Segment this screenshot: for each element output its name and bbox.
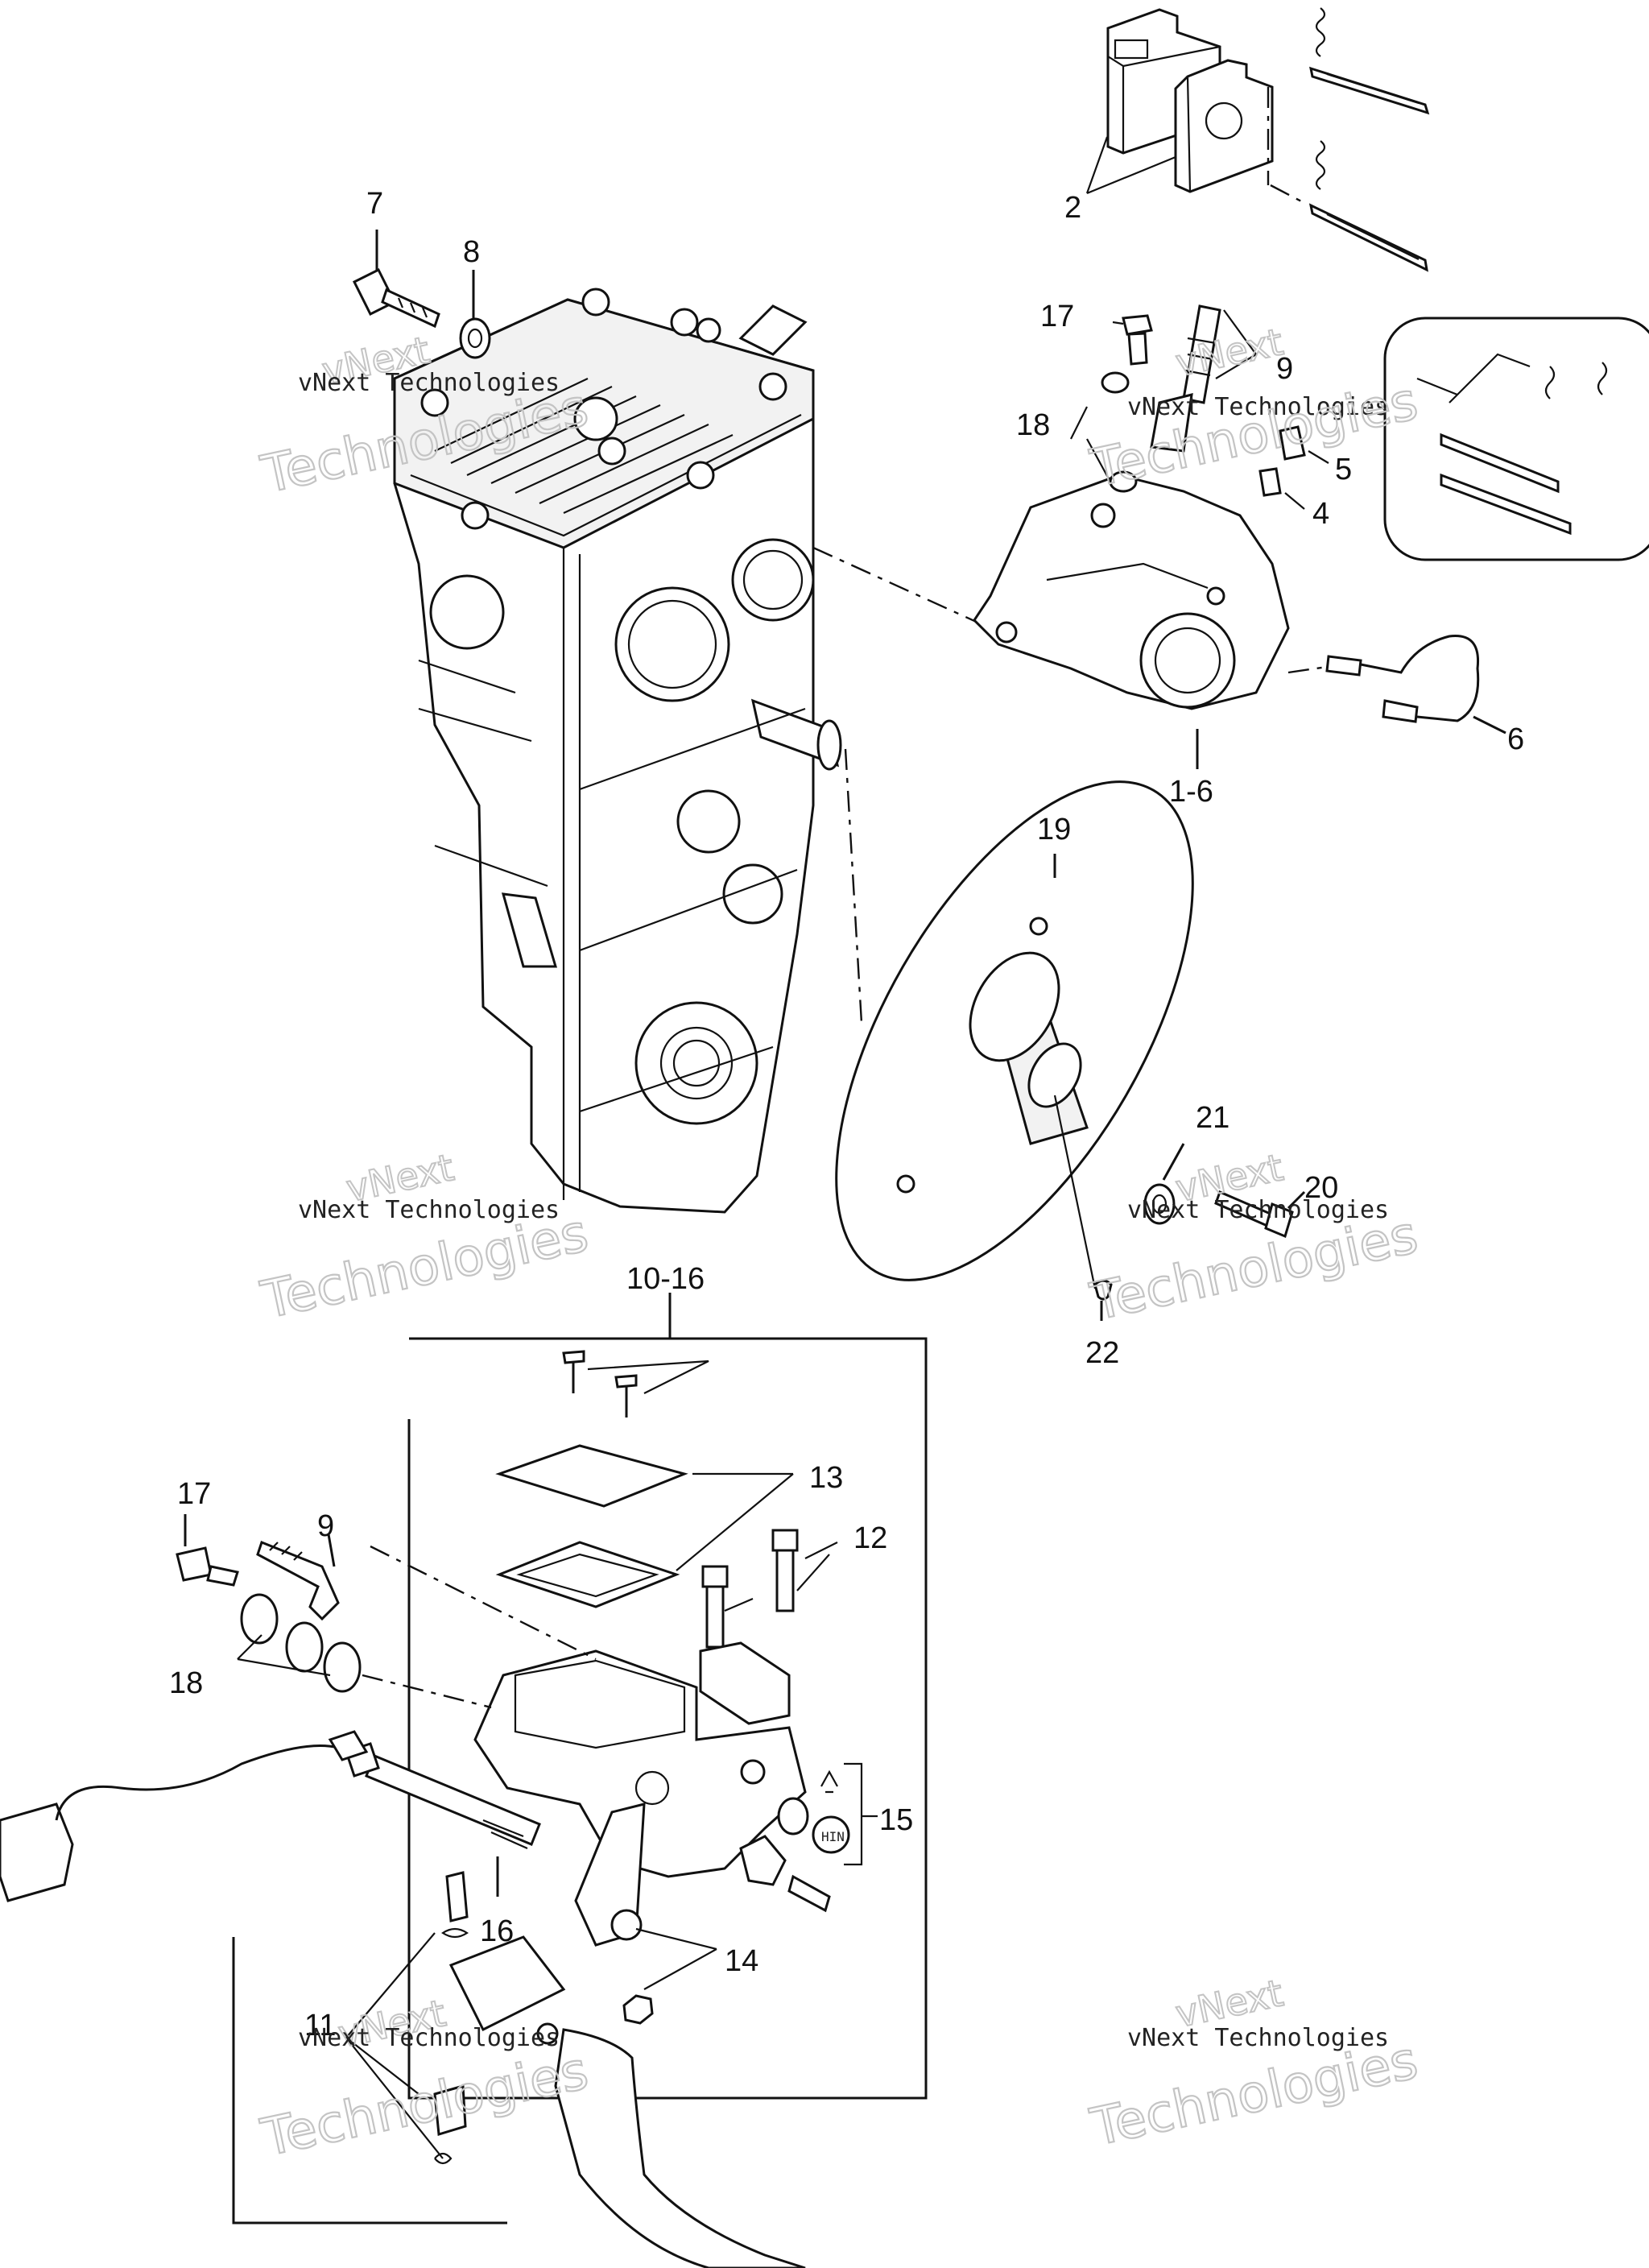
callout-19: 19 xyxy=(1037,813,1071,846)
shaft-to-disc-line xyxy=(844,748,863,1024)
washer-8-part xyxy=(459,270,491,359)
callout-12: 12 xyxy=(853,1521,887,1555)
clamp-bolts-12-part xyxy=(701,1529,838,1649)
callout-10-16: 10-16 xyxy=(626,1262,705,1296)
watermark-mid-right: vNext vNext Technologies Technologies xyxy=(1085,1144,1424,1334)
callout-20: 20 xyxy=(1304,1171,1338,1205)
callout-17-top: 17 xyxy=(1040,300,1074,333)
svg-text:vNext Technologies: vNext Technologies xyxy=(298,1196,560,1224)
callout-5: 5 xyxy=(1335,453,1352,486)
switch-connector-part xyxy=(0,1730,369,1902)
callout-8: 8 xyxy=(463,235,480,269)
watermark-mid-left: vNext vNext Technologies Technologies xyxy=(255,1144,594,1331)
callout-22: 22 xyxy=(1085,1336,1119,1370)
cap-text: HIN xyxy=(821,1829,845,1844)
callout-labels: 2 7 8 17 9 18 5 4 6 1-6 19 21 20 22 10-1… xyxy=(169,136,1524,2042)
svg-text:vNext Technologies: vNext Technologies xyxy=(1127,393,1389,421)
callout-13: 13 xyxy=(809,1461,843,1495)
gear-case-part xyxy=(393,288,842,1214)
hose-to-body-line xyxy=(370,1545,597,1661)
svg-text:vNext Technologies: vNext Technologies xyxy=(298,369,560,397)
washer-21-part xyxy=(1143,1143,1185,1225)
callout-11: 11 xyxy=(304,2009,336,2042)
banjo-bolt-17-top-part xyxy=(1112,314,1153,366)
svg-text:Technologies: Technologies xyxy=(1085,1206,1423,1333)
callout-16: 16 xyxy=(480,1914,514,1948)
bracket-outline xyxy=(232,1937,507,2225)
brake-pads-part xyxy=(1106,8,1274,193)
callout-7: 7 xyxy=(366,187,383,221)
master-cylinder-body-part xyxy=(473,1641,807,1947)
callout-14: 14 xyxy=(725,1944,758,1978)
bleeder-cap-5-part xyxy=(1279,425,1329,464)
callout-15: 15 xyxy=(879,1803,913,1837)
pin-kit-inset xyxy=(1383,317,1649,561)
bolt-20-part xyxy=(1214,1190,1306,1239)
lower-hose-fittings-part xyxy=(176,1514,492,1709)
brake-line-6-part xyxy=(1287,635,1506,735)
pushrod-16-part xyxy=(345,1742,541,1897)
nut-14-part xyxy=(622,1927,717,2025)
callout-1-6: 1-6 xyxy=(1169,775,1213,809)
callout-18-top: 18 xyxy=(1016,408,1050,442)
callout-9-bottom: 9 xyxy=(317,1509,334,1543)
hose-fitting-9-top-part xyxy=(1150,304,1257,453)
reservoir-cover-13-part xyxy=(495,1444,794,1608)
pad-pins-part xyxy=(1270,7,1430,272)
svg-text:vNext: vNext xyxy=(1172,320,1287,385)
watermark-bottom-right: vNext vNext Technologies Technologies xyxy=(1085,1970,1424,2159)
callout-18-bottom: 18 xyxy=(169,1666,203,1700)
case-to-caliper-line xyxy=(812,546,991,630)
svg-text:vNext Technologies: vNext Technologies xyxy=(1127,1196,1389,1224)
cap-15-part: HIN xyxy=(777,1762,878,1866)
master-cylinder-box xyxy=(407,1293,928,2100)
svg-text:Technologies: Technologies xyxy=(1085,372,1423,499)
callout-6: 6 xyxy=(1507,722,1524,756)
callout-21: 21 xyxy=(1196,1101,1230,1135)
caliper-part xyxy=(973,474,1290,769)
svg-text:vNext Technologies: vNext Technologies xyxy=(1127,2024,1389,2052)
svg-text:vNext Technologies: vNext Technologies xyxy=(298,2024,560,2052)
brake-disc-19-part xyxy=(835,780,1194,1289)
callout-17-bottom: 17 xyxy=(177,1477,211,1511)
callout-9-top: 9 xyxy=(1276,352,1293,386)
cover-screws-part xyxy=(562,1350,709,1418)
callout-2: 2 xyxy=(1064,191,1081,225)
cover-bolts xyxy=(420,288,787,530)
key-22-part xyxy=(1093,1279,1113,1321)
bolt-7-part xyxy=(352,230,440,329)
svg-text:Technologies: Technologies xyxy=(256,2041,593,2168)
callout-4: 4 xyxy=(1312,497,1329,531)
lever-11-part xyxy=(345,1871,806,2268)
boot-and-pin-part xyxy=(739,1835,831,1913)
bleeder-screw-4-part xyxy=(1258,467,1305,510)
seal-rings-18-top-part xyxy=(1070,371,1138,493)
